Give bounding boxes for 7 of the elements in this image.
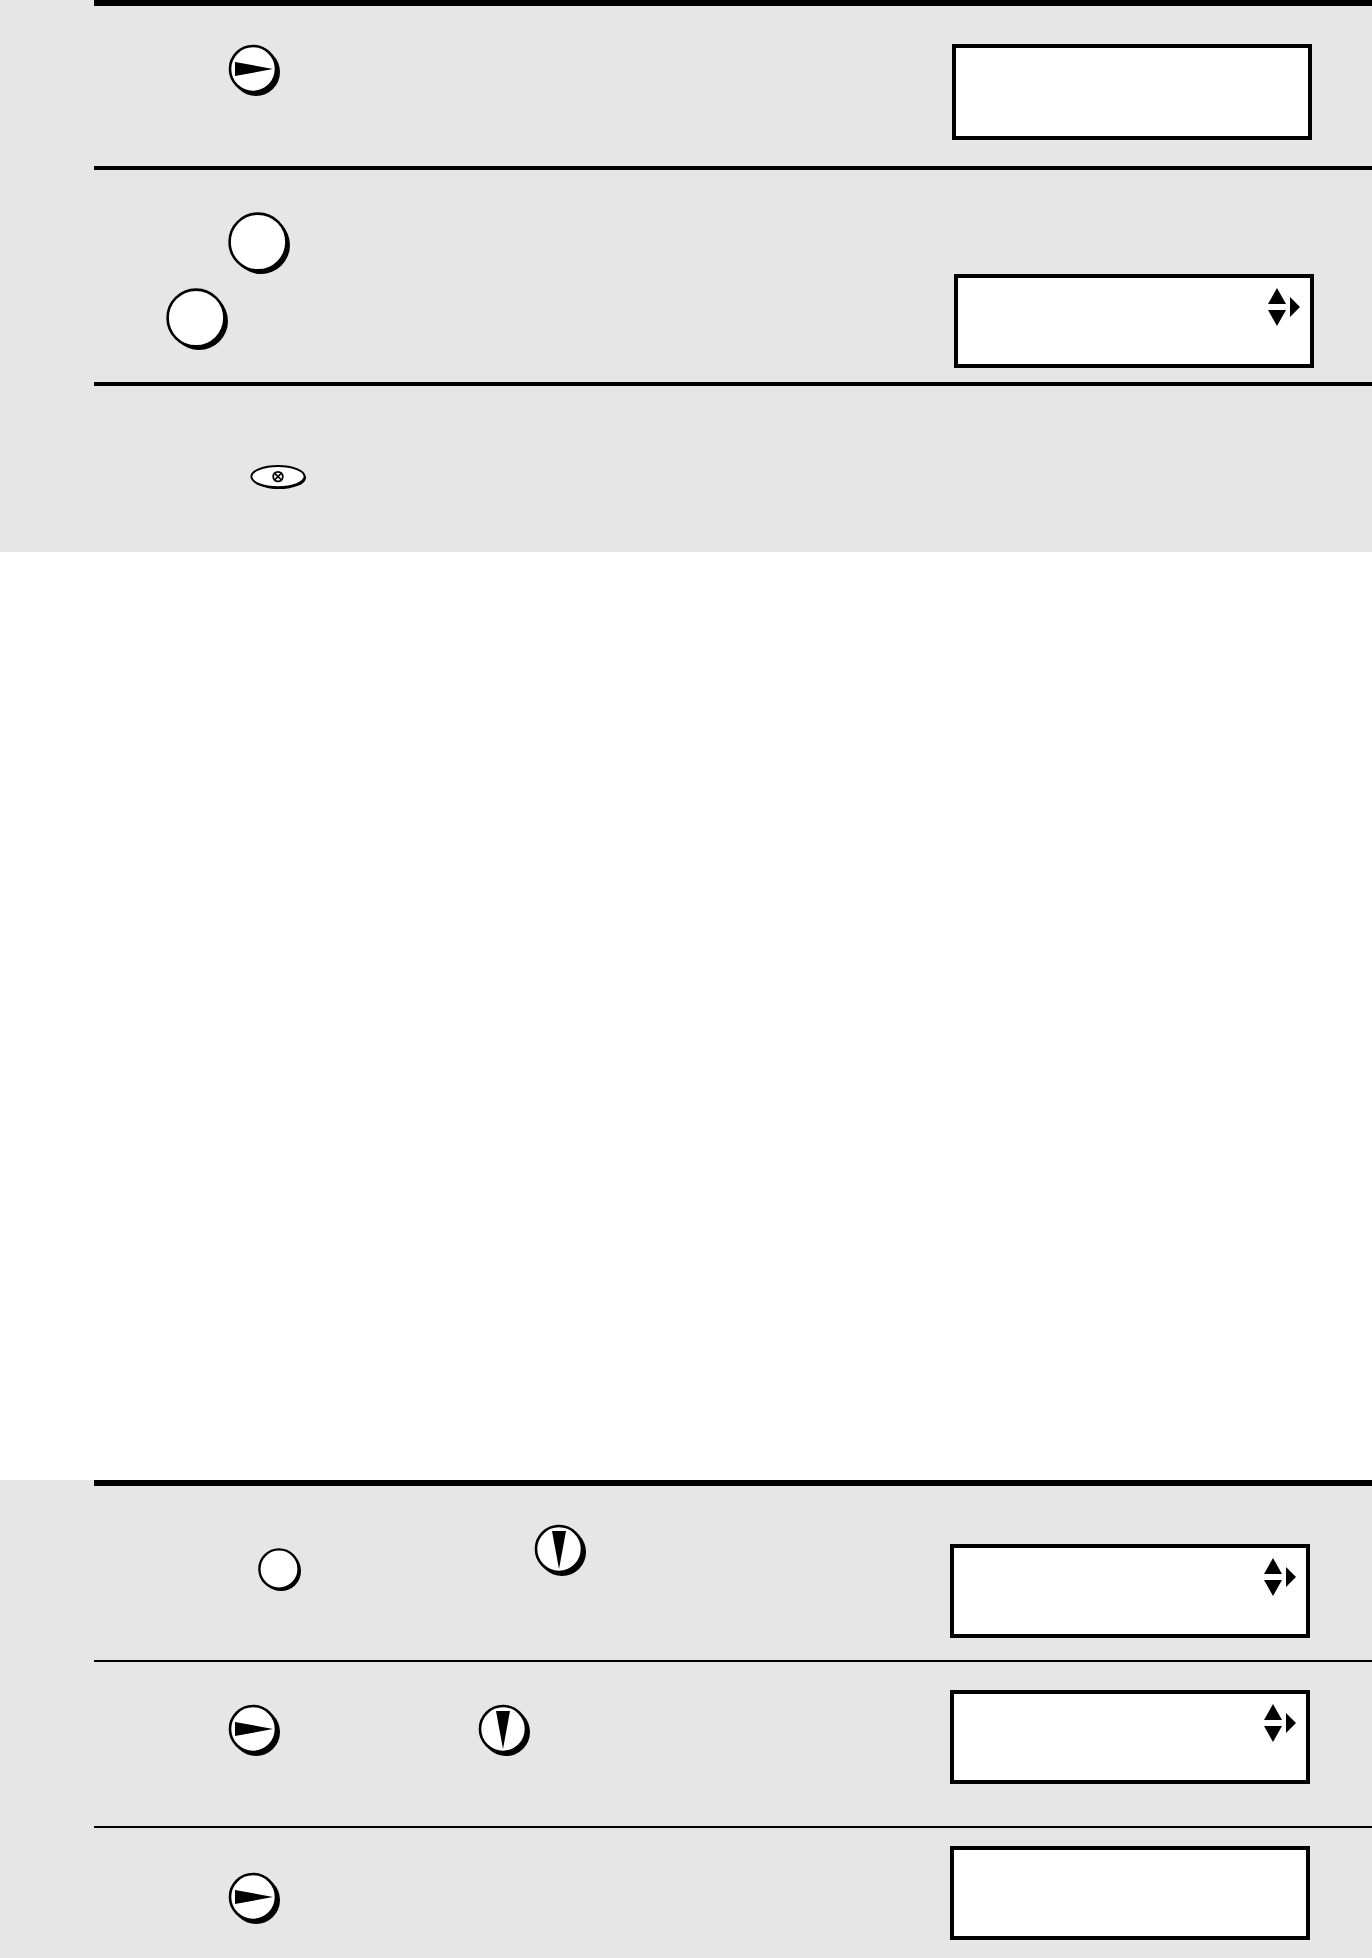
display-screen: [952, 44, 1312, 140]
display-screen: [950, 1846, 1310, 1940]
display-screen: [950, 1544, 1310, 1638]
step-panel: [0, 0, 1372, 552]
step-panel: [0, 1480, 1372, 1958]
display-screen: [954, 274, 1314, 368]
display-screen: [950, 1690, 1310, 1784]
